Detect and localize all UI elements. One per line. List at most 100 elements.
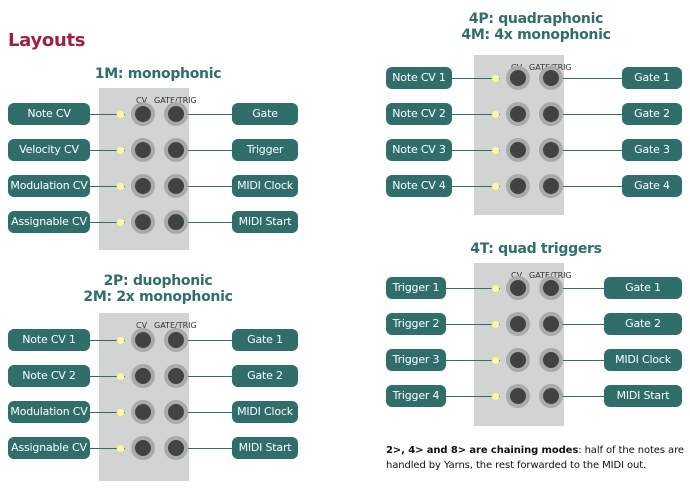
layout-title: 1M: monophonic	[8, 66, 308, 82]
cv-output-label: Velocity CV	[8, 139, 90, 161]
gate-wire	[177, 340, 232, 341]
cv-wire	[452, 78, 500, 79]
led-indicator	[492, 75, 499, 82]
cv-wire	[90, 340, 125, 341]
gate-jack	[539, 138, 563, 162]
gate-wire	[552, 186, 622, 187]
cv-wire	[446, 396, 500, 397]
gate-wire	[177, 376, 232, 377]
gate-wire	[177, 150, 232, 151]
gate-column-header: GATE/TRIG	[154, 321, 197, 330]
cv-output-label: Assignable CV	[8, 437, 90, 459]
led-indicator	[492, 393, 499, 400]
cv-wire	[90, 186, 125, 187]
layout-title-line: 2P: duophonic	[103, 273, 213, 289]
cv-output-label: Trigger 2	[386, 313, 446, 335]
cv-output-label: Modulation CV	[8, 401, 90, 423]
cv-jack	[506, 138, 530, 162]
cv-output-label: Note CV 1	[8, 329, 90, 351]
gate-jack	[539, 348, 563, 372]
gate-output-label: MIDI Start	[232, 211, 298, 233]
led-indicator	[492, 285, 499, 292]
cv-wire	[90, 376, 125, 377]
cv-wire	[90, 150, 125, 151]
layout-title-line: 4T: quad triggers	[470, 241, 602, 257]
cv-wire	[446, 288, 500, 289]
cv-output-label: Note CV 2	[386, 103, 452, 125]
led-indicator	[117, 445, 124, 452]
gate-output-label: Gate 4	[622, 175, 682, 197]
gate-output-label: Gate 1	[604, 277, 682, 299]
cv-wire	[90, 114, 125, 115]
cv-wire	[452, 114, 500, 115]
cv-output-label: Trigger 4	[386, 385, 446, 407]
cv-output-label: Note CV 3	[386, 139, 452, 161]
cv-jack	[506, 102, 530, 126]
gate-output-label: MIDI Start	[604, 385, 682, 407]
cv-wire	[90, 412, 125, 413]
cv-jack	[506, 174, 530, 198]
led-indicator	[117, 373, 124, 380]
gate-output-label: Gate 2	[604, 313, 682, 335]
led-indicator	[492, 321, 499, 328]
cv-output-label: Modulation CV	[8, 175, 90, 197]
cv-jack	[506, 348, 530, 372]
cv-output-label: Note CV	[8, 103, 90, 125]
cv-jack	[131, 328, 155, 352]
led-indicator	[117, 219, 124, 226]
cv-wire	[446, 360, 500, 361]
led-indicator	[492, 357, 499, 364]
chaining-note-bold: 2>, 4> and 8> are chaining modes	[386, 445, 579, 456]
cv-output-label: Trigger 1	[386, 277, 446, 299]
led-indicator	[117, 409, 124, 416]
cv-jack	[131, 138, 155, 162]
gate-output-label: Gate 2	[232, 365, 298, 387]
gate-jack	[539, 276, 563, 300]
gate-wire	[552, 288, 604, 289]
gate-wire	[552, 150, 622, 151]
cv-wire	[90, 448, 125, 449]
gate-jack	[164, 400, 188, 424]
led-indicator	[117, 147, 124, 154]
layout-title-line: 2M: 2x monophonic	[83, 289, 233, 305]
cv-jack	[131, 210, 155, 234]
cv-jack	[506, 384, 530, 408]
cv-column-header: CV	[511, 271, 522, 281]
gate-jack	[164, 102, 188, 126]
cv-jack	[131, 102, 155, 126]
gate-wire	[552, 360, 604, 361]
cv-jack	[506, 66, 530, 90]
cv-jack	[131, 364, 155, 388]
cv-wire	[452, 150, 500, 151]
gate-wire	[177, 114, 232, 115]
chaining-note-text: : half of the notes are handled by Yarns…	[386, 445, 684, 471]
gate-wire	[552, 396, 604, 397]
gate-wire	[177, 448, 232, 449]
gate-output-label: Gate	[232, 103, 298, 125]
cv-wire	[446, 324, 500, 325]
gate-output-label: Gate 1	[232, 329, 298, 351]
gate-output-label: Trigger	[232, 139, 298, 161]
page-title: Layouts	[8, 30, 86, 51]
gate-column-header: GATE/TRIG	[154, 96, 197, 105]
gate-wire	[552, 78, 622, 79]
layout-title-line: 1M: monophonic	[94, 66, 222, 82]
cv-wire	[90, 222, 125, 223]
chaining-note: 2>, 4> and 8> are chaining modes: half o…	[386, 443, 686, 473]
layout-title-line: 4M: 4x monophonic	[461, 27, 611, 43]
gate-output-label: MIDI Clock	[604, 349, 682, 371]
cv-output-label: Trigger 3	[386, 349, 446, 371]
led-indicator	[492, 183, 499, 190]
led-indicator	[117, 183, 124, 190]
gate-output-label: Gate 2	[622, 103, 682, 125]
gate-jack	[539, 102, 563, 126]
gate-jack	[539, 174, 563, 198]
gate-jack	[164, 364, 188, 388]
gate-wire	[177, 412, 232, 413]
cv-output-label: Note CV 4	[386, 175, 452, 197]
led-indicator	[492, 147, 499, 154]
gate-jack	[539, 384, 563, 408]
gate-wire	[552, 324, 604, 325]
cv-output-label: Assignable CV	[8, 211, 90, 233]
gate-wire	[552, 114, 622, 115]
